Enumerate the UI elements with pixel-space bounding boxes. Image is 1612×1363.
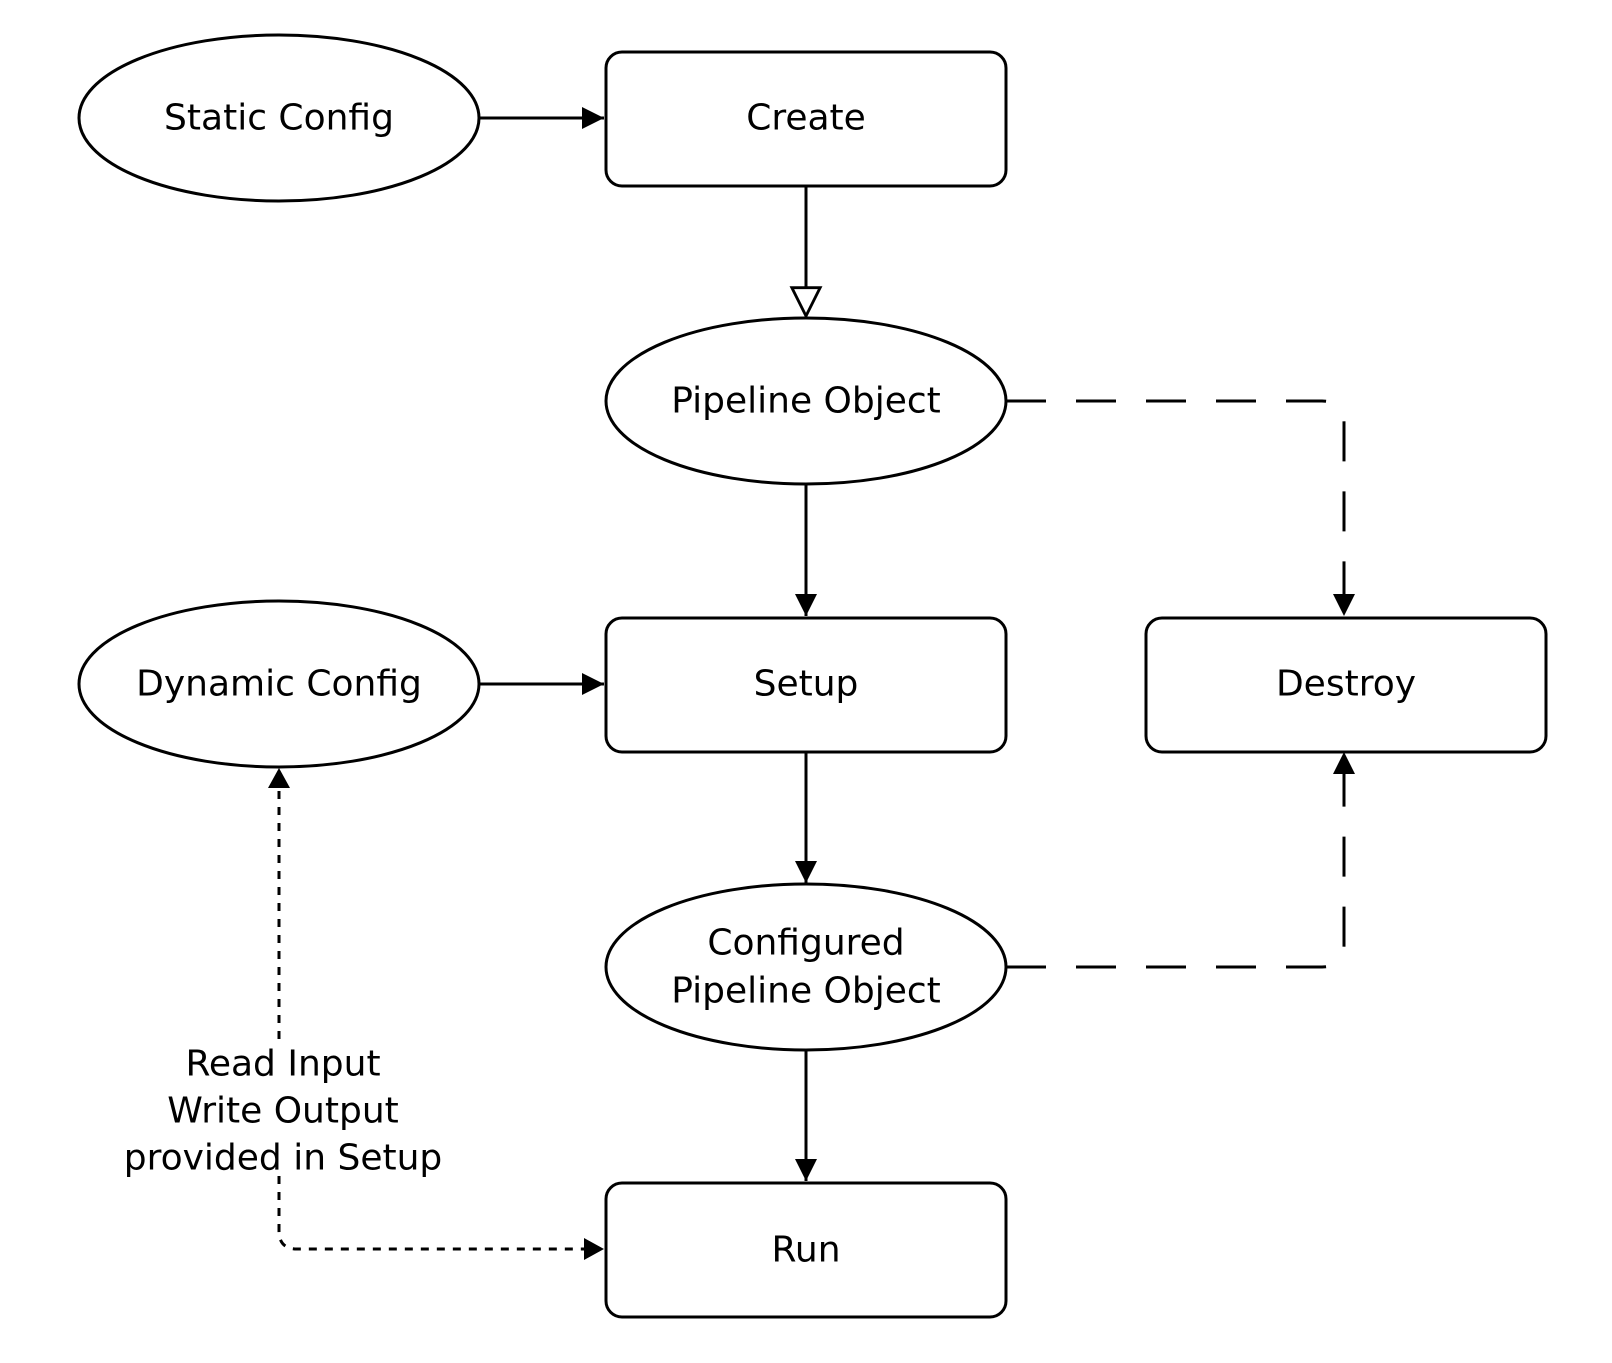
edge-configured-pipeline-object-to-destroy <box>1006 752 1355 969</box>
destroy-box <box>1144 616 1548 754</box>
node-configured-pipeline-object[interactable]: Configured Pipeline Object <box>604 882 1008 1052</box>
node-static-config[interactable]: Static Config <box>77 33 481 203</box>
pipeline-object-ellipse <box>604 316 1008 486</box>
dynamic-config-label: Dynamic Config <box>136 664 422 705</box>
edge-pipeline-object-to-destroy <box>1006 399 1355 616</box>
node-setup[interactable]: Setup <box>604 616 1008 754</box>
edge-setup-input-to-run <box>277 1176 588 1251</box>
setup-box <box>604 616 1008 754</box>
node-destroy[interactable]: Destroy <box>1144 616 1548 754</box>
pipeline-object-label: Pipeline Object <box>671 381 941 422</box>
configured-pipeline-object-label-line-1: Configured <box>707 923 904 964</box>
destroy-label: Destroy <box>1276 664 1416 705</box>
create-label: Create <box>746 98 866 139</box>
configured-pipeline-object-label-line-2: Pipeline Object <box>671 971 941 1012</box>
arrowhead-run <box>584 1238 604 1260</box>
node-run[interactable]: Run <box>604 1181 1008 1319</box>
setup-label: Setup <box>754 664 859 705</box>
edge-annotation: Read Input Write Output provided in Setu… <box>124 1044 443 1179</box>
static-config-label: Static Config <box>164 98 394 139</box>
node-create[interactable]: Create <box>604 50 1008 188</box>
node-dynamic-config[interactable]: Dynamic Config <box>77 599 481 769</box>
run-label: Run <box>771 1230 840 1271</box>
annotation-line-1: Read Input <box>185 1044 380 1085</box>
static-config-ellipse <box>77 33 481 203</box>
run-box <box>604 1181 1008 1319</box>
configured-pipeline-object-ellipse <box>604 882 1008 1052</box>
create-box <box>604 50 1008 188</box>
annotation-line-2: Write Output <box>167 1091 399 1132</box>
node-pipeline-object[interactable]: Pipeline Object <box>604 316 1008 486</box>
arrowhead-dynamic-config <box>268 768 290 788</box>
annotation-line-3: provided in Setup <box>124 1138 443 1179</box>
edges <box>268 107 1355 1260</box>
dynamic-config-ellipse <box>77 599 481 769</box>
